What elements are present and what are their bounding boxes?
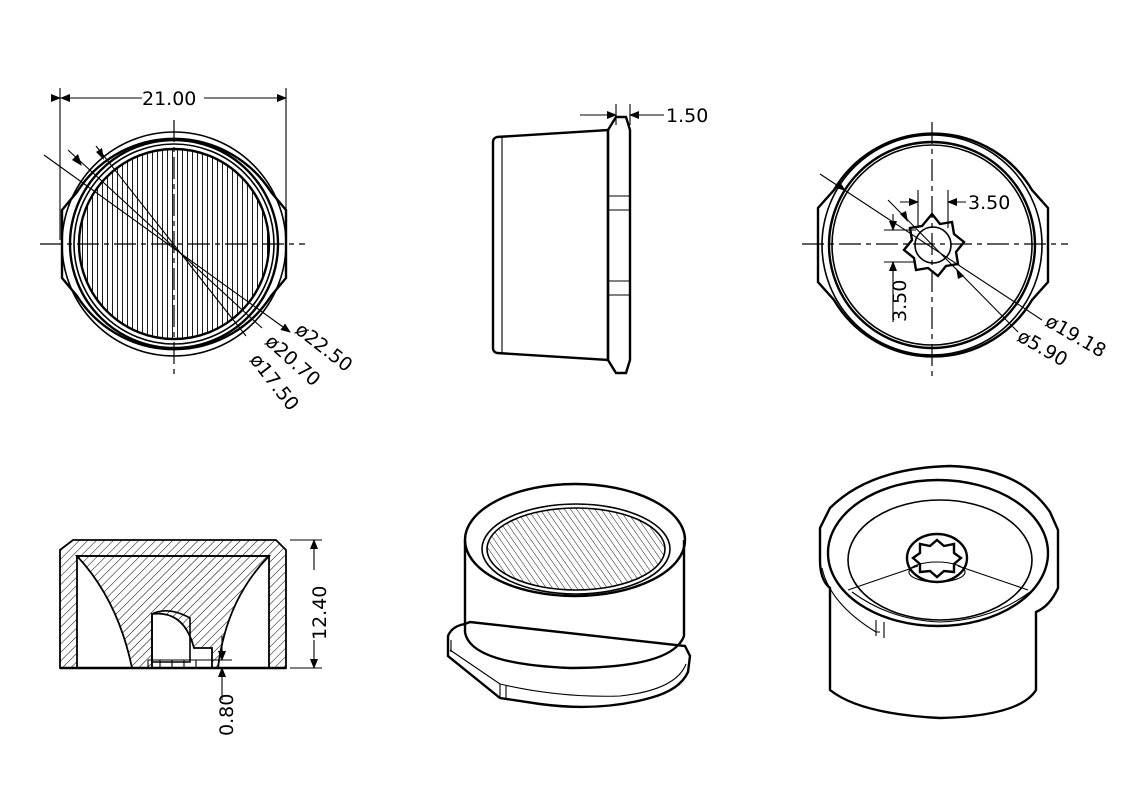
- back-view: 3.50 3.50 ø19.18 ø5.90: [802, 122, 1110, 378]
- side-view: 1.50: [491, 104, 708, 375]
- flange-dimension: 1.50: [666, 105, 708, 127]
- height-dimension: 12.40: [309, 586, 331, 640]
- star-bore: [902, 212, 966, 278]
- bore-width-dimension: 3.50: [968, 192, 1010, 214]
- bore-height-dimension: 3.50: [889, 280, 911, 322]
- isometric-back-view: [818, 464, 1060, 720]
- width-dimension: 21.00: [142, 88, 196, 110]
- base-dimension: 0.80: [216, 694, 238, 736]
- section-view: 12.40 0.80: [59, 539, 331, 736]
- isometric-front-view: [446, 482, 692, 709]
- front-view: 21.00 ø22.50 ø20.70 ø17.50: [40, 88, 356, 415]
